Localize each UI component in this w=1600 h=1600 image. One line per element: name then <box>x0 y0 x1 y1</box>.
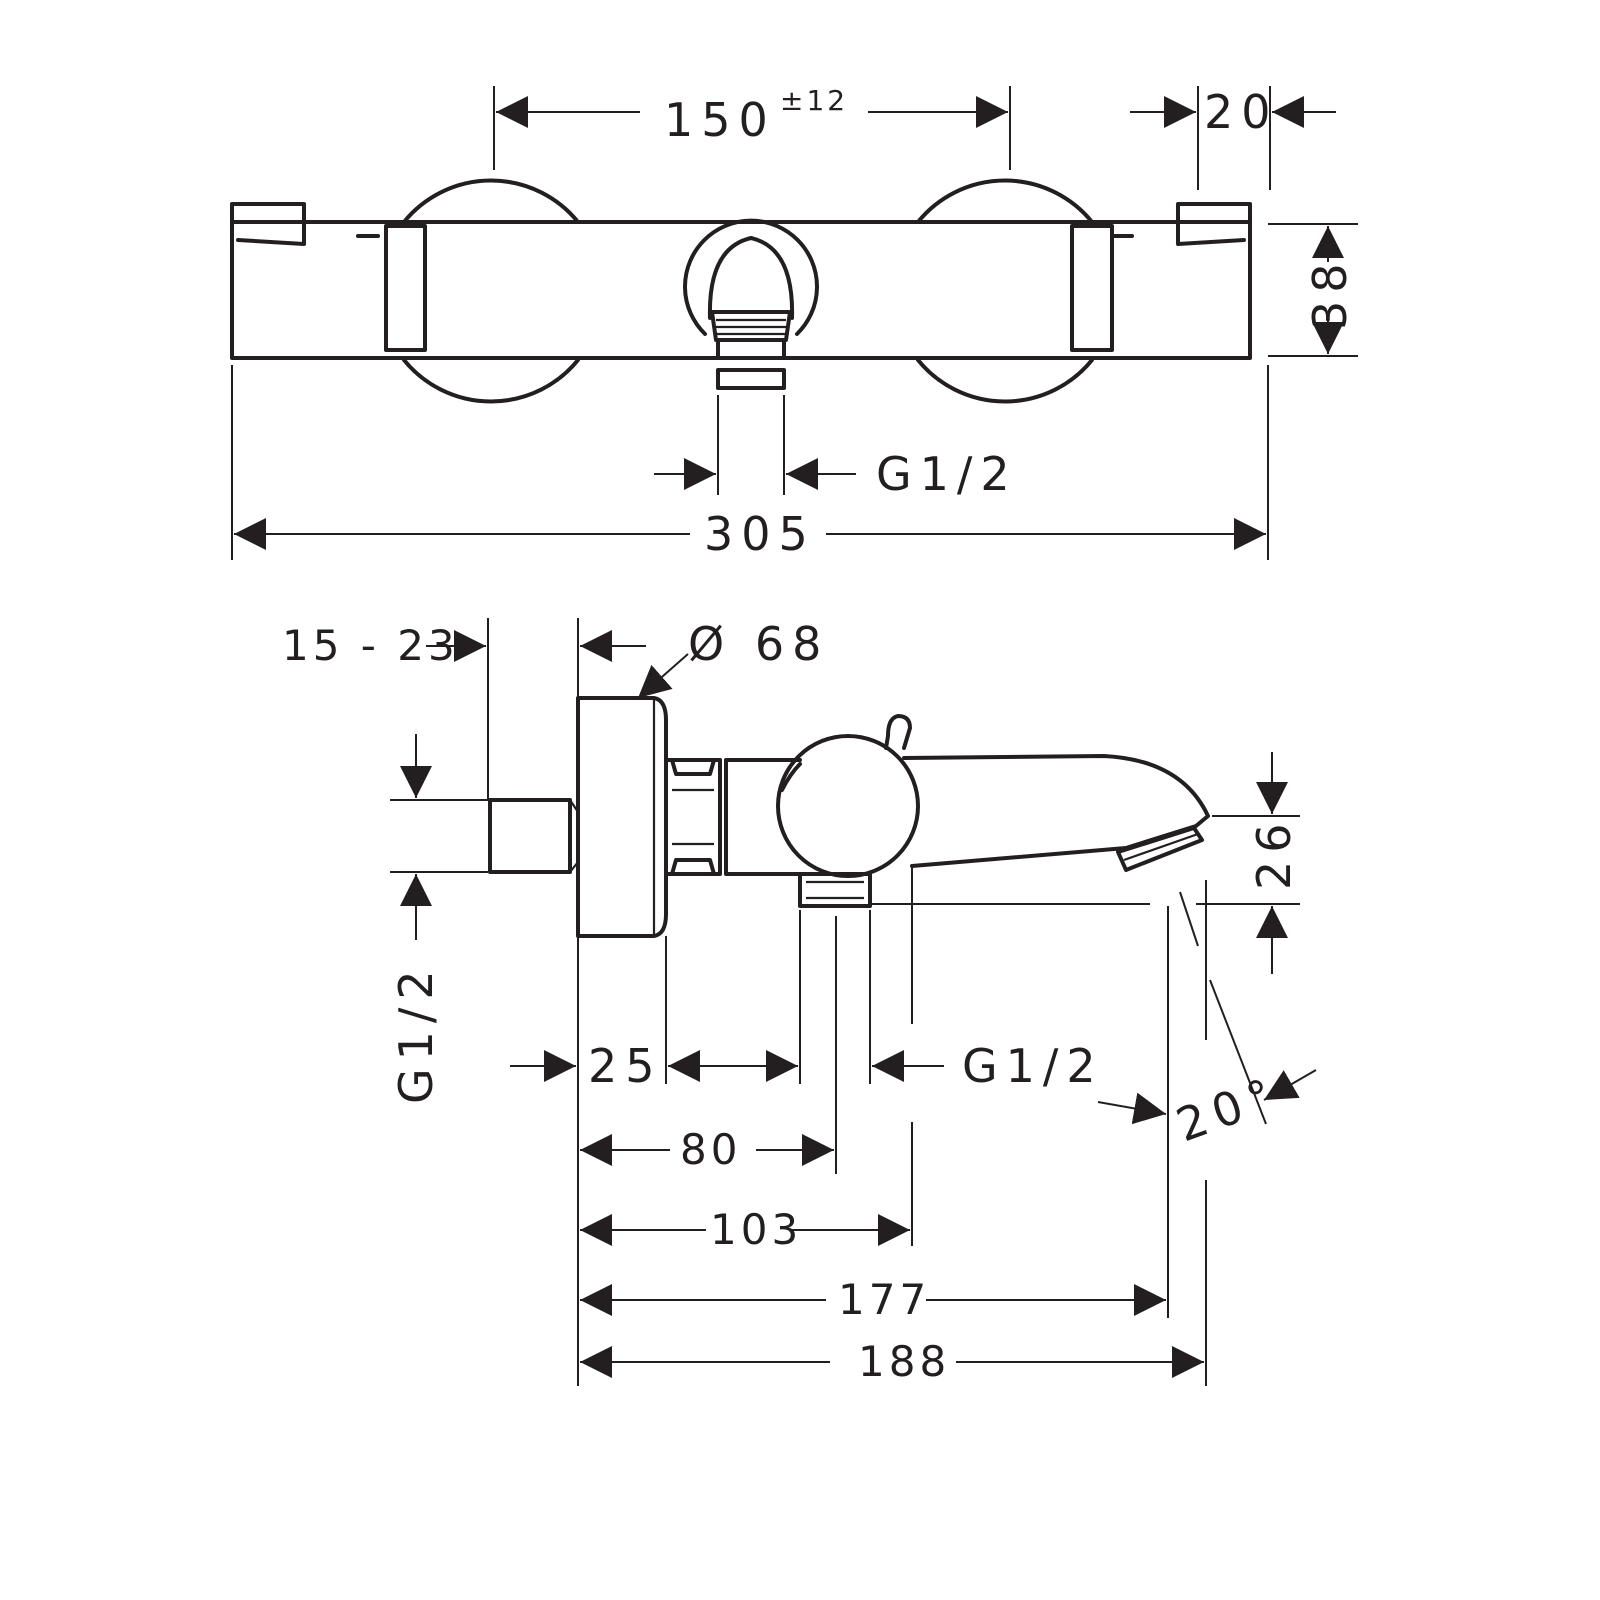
dim-spout-reach-label: 177 <box>838 1275 930 1324</box>
left-handle-cap <box>230 202 306 246</box>
side-view: 15 - 23 Ø 68 G1/2 25 G1/2 20° 26 80 103 … <box>282 617 1317 1386</box>
escutcheon-side <box>576 696 668 938</box>
mixer-body-side <box>724 758 802 876</box>
front-dimension-lines <box>234 96 1344 550</box>
bottom-outlet-nut <box>798 872 872 908</box>
dim-outlet-position-label: 80 <box>680 1125 741 1174</box>
left-escutcheon-circle <box>402 178 580 404</box>
dim-total-width-label: 305 <box>704 507 816 561</box>
hex-nut <box>664 758 722 876</box>
dim-escutcheon-depth-label: 25 <box>588 1039 663 1093</box>
handle-shadow <box>780 762 802 792</box>
left-ring-seam <box>384 224 427 352</box>
right-handle-cap <box>1176 202 1252 246</box>
dim-handle-position-label: 103 <box>710 1205 802 1254</box>
front-outlet-thread-label: G1/2 <box>876 447 1018 501</box>
spout-outline <box>902 754 1210 868</box>
central-outlet <box>683 218 819 390</box>
side-dimension-lines <box>400 630 1317 1378</box>
thermostat-handle <box>776 734 920 878</box>
dim-total-depth-label: 188 <box>858 1337 950 1386</box>
right-ring-seam <box>1070 224 1114 352</box>
side-extension-lines <box>390 618 1300 1386</box>
dim-end-cap-label: 20 <box>1204 85 1279 139</box>
dim-centers-label: 150 <box>664 93 776 147</box>
side-inlet-thread-label: G1/2 <box>389 962 443 1104</box>
handle-lever <box>884 714 912 750</box>
front-view: 150 ±12 20 38 G1/2 305 <box>230 84 1358 561</box>
dim-eccentric-range-label: 15 - 23 <box>282 621 459 670</box>
front-extension-lines <box>231 86 1358 560</box>
dim-height-label: 38 <box>1303 255 1357 330</box>
right-escutcheon-circle <box>916 178 1094 404</box>
dim-spout-height-label: 26 <box>1247 815 1301 890</box>
inlet-nipple <box>488 798 572 874</box>
dim-escutcheon-diameter-label: Ø 68 <box>688 617 829 671</box>
dim-spout-angle-label: 20° <box>1169 1065 1287 1152</box>
spout-aerator <box>1116 826 1204 872</box>
side-outlet-thread-label: G1/2 <box>962 1039 1104 1093</box>
mixer-body-outline <box>230 220 1252 360</box>
dim-centers-tolerance-label: ±12 <box>780 84 848 117</box>
